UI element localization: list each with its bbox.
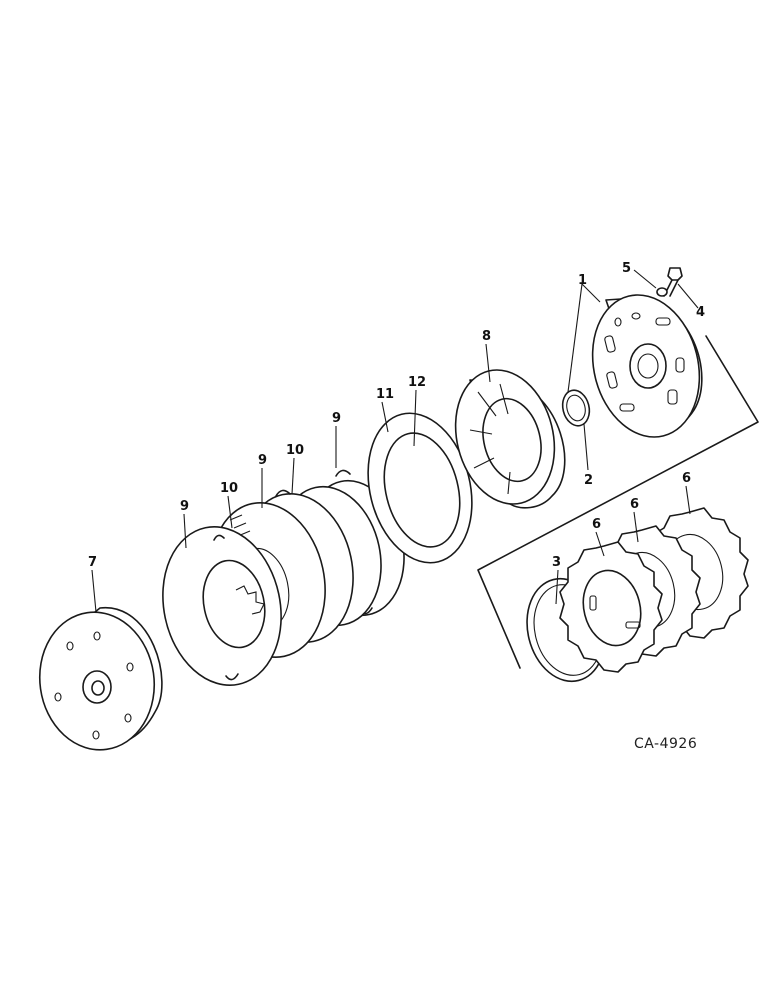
callout-9-front: 9	[180, 499, 189, 514]
callout-1: 1	[578, 273, 587, 288]
kit-group-bracket	[477, 335, 759, 669]
part-8-piston	[454, 369, 566, 509]
callout-9-rear: 9	[332, 411, 341, 426]
callout-10-front: 10	[220, 481, 238, 496]
callout-7: 7	[88, 555, 97, 570]
callout-2: 2	[584, 473, 593, 488]
callout-4: 4	[696, 305, 705, 320]
part-11-seal-ring	[367, 412, 473, 564]
callout-3: 3	[552, 555, 561, 570]
callout-6-middle: 6	[630, 497, 639, 512]
callout-labels: 1 2 3 4 5 6 6 6 7 8 9 9 9 10 10 11 12	[88, 261, 705, 570]
callout-10-rear: 10	[286, 443, 304, 458]
callout-9-middle: 9	[258, 453, 267, 468]
reference-code: CA-4926	[634, 736, 697, 752]
callout-5: 5	[622, 261, 631, 276]
callout-6-front: 6	[592, 517, 601, 532]
callout-11: 11	[376, 387, 394, 402]
part-7-end-plate	[38, 607, 163, 751]
callout-12: 12	[408, 375, 426, 390]
callout-6-rear: 6	[682, 471, 691, 486]
part-6-separator-plate-front	[559, 541, 663, 673]
part-5-washer	[656, 287, 668, 297]
callout-8: 8	[482, 329, 491, 344]
leader-lines	[91, 269, 699, 613]
part-9-disc-front	[162, 526, 282, 686]
part-2-o-ring	[561, 389, 591, 427]
part-1-housing	[591, 294, 703, 438]
